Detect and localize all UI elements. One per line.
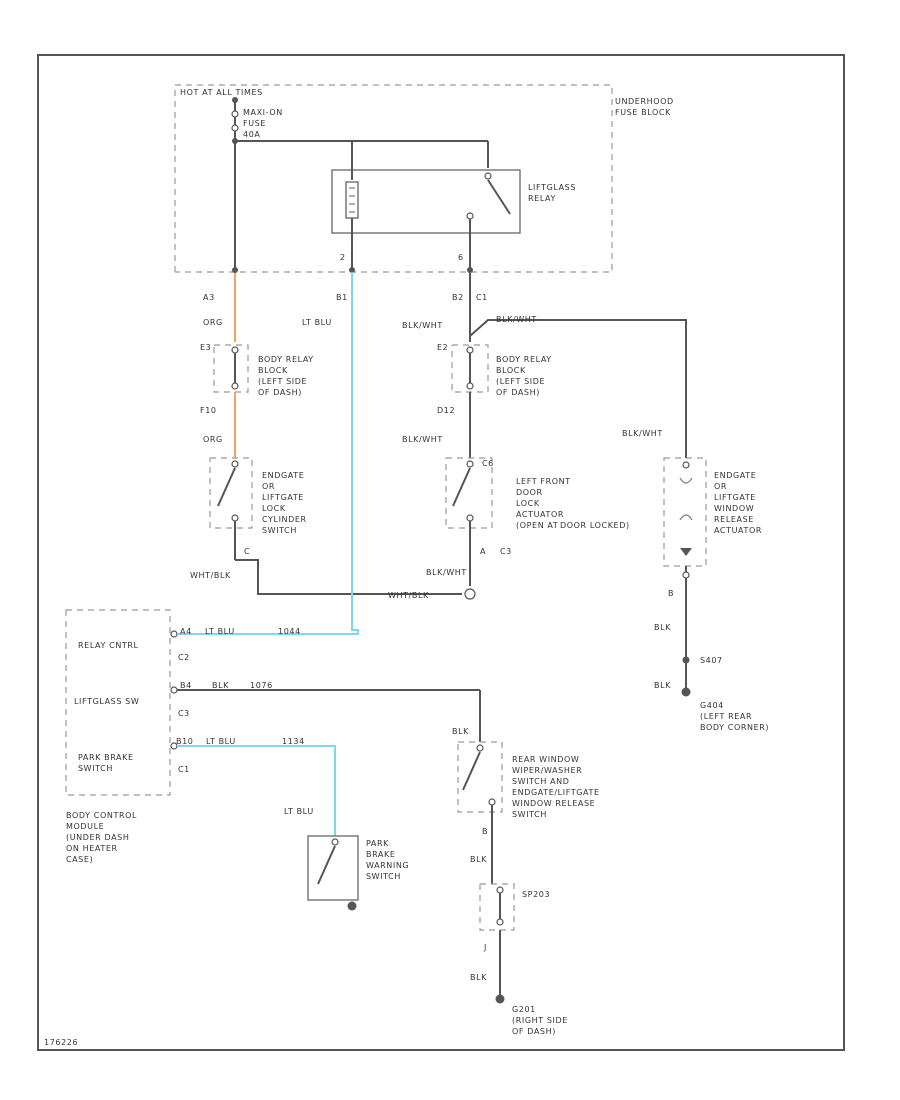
actuator-connector-c3: C3	[500, 547, 512, 556]
rear-window-switch-icon	[462, 751, 481, 791]
rear-switch-pin-b: B	[482, 827, 488, 836]
bcm-connector-c2: C2	[178, 653, 190, 662]
wire-blk-rear-switch-bottom: BLK	[470, 973, 487, 982]
bcm-module-label: BODY CONTROL MODULE (UNDER DASH ON HEATE…	[66, 811, 140, 864]
rear-window-switch: BLK REAR WINDOW WIPER/WASHER SWITCH AND …	[452, 690, 603, 1036]
wire-blk-wht-actuator: BLK/WHT	[622, 429, 663, 438]
wire-blk-rear-switch-mid: BLK	[470, 855, 487, 864]
ground-g404-label: G404 (LEFT REAR BODY CORNER)	[700, 701, 769, 732]
bcm-wire-blk: BLK	[212, 681, 229, 690]
bcm-circuit-1076: 1076	[250, 681, 273, 690]
actuator-pin-b: B	[668, 589, 674, 598]
bcm-pin-a4: A4	[180, 627, 192, 636]
wire-wht-blk-right: WHT/BLK	[388, 591, 429, 600]
figure-id: 176226	[44, 1038, 78, 1047]
right-body-relay-block-label: BODY RELAY BLOCK (LEFT SIDE OF DASH)	[496, 355, 555, 397]
wire-blk-ground: BLK	[654, 681, 671, 690]
wire-blk-rear-switch-top: BLK	[452, 727, 469, 736]
connector-c1: C1	[476, 293, 488, 302]
diagram-frame	[37, 54, 845, 1051]
body-control-module: RELAY CNTRL LIFTGLASS SW PARK BRAKE SWIT…	[65, 609, 480, 864]
park-brake-ground-icon	[347, 901, 357, 911]
liftglass-relay	[331, 169, 521, 234]
right-relay-pin-e2: E2	[437, 343, 448, 352]
bcm-circuit-1044: 1044	[278, 627, 301, 636]
liftglass-relay-label: LIFTGLASS RELAY	[528, 183, 579, 203]
lock-cylinder-switch-label: ENDGATE OR LIFTGATE LOCK CYLINDER SWITCH	[262, 471, 310, 535]
ground-icon	[681, 687, 691, 697]
bcm-park-brake-switch-label: PARK BRAKE SWITCH	[78, 753, 137, 773]
switch-pin-c: C	[244, 547, 250, 556]
bcm-pin-b10: B10	[176, 737, 193, 746]
wire-blk-wht-branch: BLK/WHT	[496, 315, 537, 324]
park-brake-switch-label: PARK BRAKE WARNING SWITCH	[366, 839, 412, 881]
door-lock-actuator-label: LEFT FRONT DOOR LOCK ACTUATOR (OPEN AT D…	[516, 477, 630, 530]
wire-lt-blu-mid: LT BLU	[302, 318, 332, 327]
wire-blk-wht-top: BLK/WHT	[402, 321, 443, 330]
middle-circuit: B1 LT BLU	[178, 272, 359, 635]
bcm-circuit-1134: 1134	[282, 737, 305, 746]
underhood-fuse-block: HOT AT ALL TIMES UNDERHOOD FUSE BLOCK MA…	[174, 84, 677, 273]
left-relay-pin-f10: F10	[200, 406, 217, 415]
right-circuit: B2 C1 BLK/WHT BLK/WHT E2 D12 BODY RELAY …	[388, 273, 687, 600]
rear-switch-pin-j: J	[483, 943, 487, 952]
bcm-pin-b4: B4	[180, 681, 192, 690]
actuator-pin-a: A	[480, 547, 486, 556]
hot-at-all-times-label: HOT AT ALL TIMES	[180, 88, 263, 97]
bcm-wire-lt-blu-3: LT BLU	[206, 737, 236, 746]
connector-sp203: SP203	[522, 890, 550, 899]
connector-a3: A3	[203, 293, 215, 302]
left-relay-pin-e3: E3	[200, 343, 211, 352]
window-release-actuator-label: ENDGATE OR LIFTGATE WINDOW RELEASE ACTUA…	[714, 471, 762, 535]
wire-blk-actuator: BLK	[654, 623, 671, 632]
lock-cylinder-switch-icon	[217, 467, 236, 507]
bcm-relay-cntrl-label: RELAY CNTRL	[78, 641, 139, 650]
maxi-fuse-label: MAXI-ON FUSE 40A	[243, 108, 286, 139]
underhood-fuse-block-label: UNDERHOOD FUSE BLOCK	[615, 97, 677, 117]
endgate-window-release-actuator: BLK/WHT ENDGATE OR LIFTGATE WINDOW RELEA…	[622, 429, 769, 732]
wire-wht-blk-left: WHT/BLK	[190, 571, 231, 580]
park-brake-warning-switch: LT BLU PARK BRAKE WARNING SWITCH	[284, 807, 412, 911]
relay-pin-6: 6	[458, 253, 464, 262]
connector-b2: B2	[452, 293, 464, 302]
door-lock-actuator-icon	[452, 467, 471, 507]
rear-switch-ground-icon	[495, 994, 505, 1004]
connector-b1: B1	[336, 293, 348, 302]
wire-org-bottom: ORG	[203, 435, 223, 444]
wire-blk-wht-mid: BLK/WHT	[402, 435, 443, 444]
relay-pin-2: 2	[340, 253, 346, 262]
actuator-pin-c6: C6	[482, 459, 494, 468]
right-relay-pin-d12: D12	[437, 406, 455, 415]
ground-g201-label: G201 (RIGHT SIDE OF DASH)	[512, 1005, 571, 1036]
wire-org-top: ORG	[203, 318, 223, 327]
actuator-solenoid-icon	[680, 548, 692, 556]
wire-lt-blu-park-brake: LT BLU	[284, 807, 314, 816]
bcm-liftglass-sw-label: LIFTGLASS SW	[74, 697, 139, 706]
relay-contact-icon	[487, 179, 511, 215]
left-circuit: A3 ORG E3 F10 BODY RELAY BLOCK (LEFT SID…	[190, 273, 462, 595]
splice-s407: S407	[700, 656, 723, 665]
park-brake-switch-icon	[317, 845, 336, 885]
bcm-connector-c3: C3	[178, 709, 190, 718]
rear-window-switch-label: REAR WINDOW WIPER/WASHER SWITCH AND ENDG…	[512, 755, 603, 819]
bcm-connector-c1: C1	[178, 765, 190, 774]
bcm-wire-lt-blu-1: LT BLU	[205, 627, 235, 636]
left-body-relay-block-label: BODY RELAY BLOCK (LEFT SIDE OF DASH)	[258, 355, 317, 397]
wire-blk-wht-bottom: BLK/WHT	[426, 568, 467, 577]
